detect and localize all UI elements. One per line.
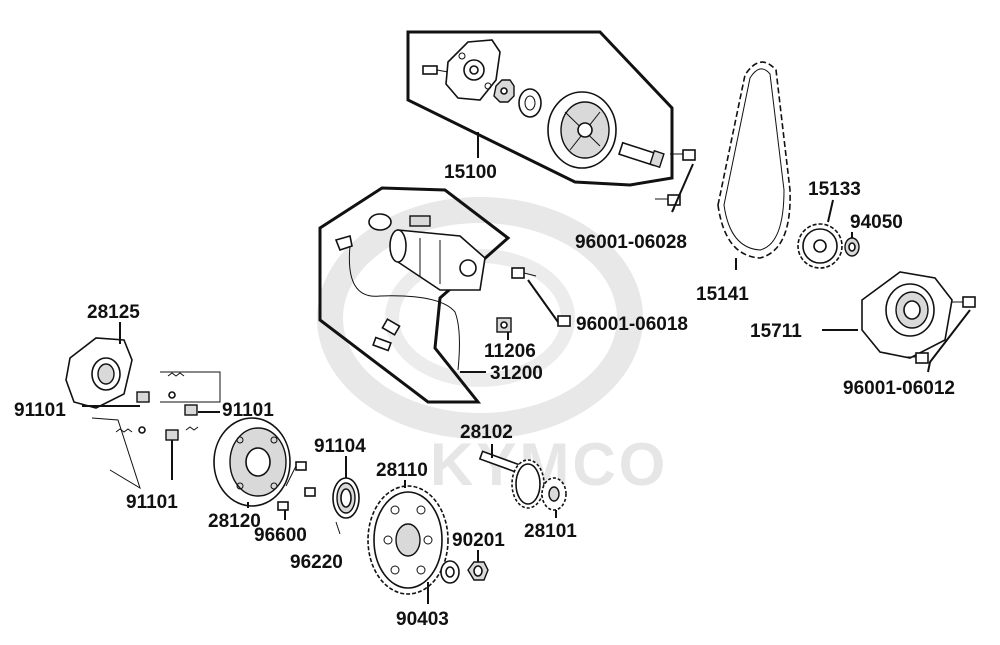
needle-bearing-91104: 91104: [314, 436, 366, 519]
starter-cable: [334, 234, 460, 371]
spring-3: [185, 426, 199, 431]
spring-1: [167, 372, 185, 377]
leader-96001-06018: [527, 279, 559, 323]
label-28120: 28120: [208, 511, 261, 532]
idle-gear-28101: 28101: [511, 459, 577, 542]
label-28125: 28125: [87, 302, 140, 323]
starter-motor-body: [389, 215, 486, 291]
chain-cover-15711: 15711: [750, 271, 953, 359]
label-96001-06012: 96001-06012: [843, 378, 955, 399]
label-90201: 90201: [452, 530, 505, 551]
starter-motor-group-box: [318, 186, 511, 404]
leader-96001-06012: [927, 309, 971, 373]
sprocket-nut-94050: 94050: [844, 212, 903, 257]
leader-15133: [827, 199, 834, 223]
oil-pump-bolt: [422, 65, 449, 75]
label-90403: 90403: [396, 609, 449, 630]
label-31200: 31200: [490, 363, 543, 384]
label-91104: 91104: [314, 436, 366, 457]
oil-pump-body: [547, 91, 617, 169]
starter-o-ring: [368, 213, 392, 231]
oil-pump-shaft: [618, 141, 665, 169]
starter-motor-assembly: 31200: [318, 186, 543, 404]
label-94050: 94050: [850, 212, 903, 233]
starter-driven-gear-28110: 28110: [367, 460, 449, 595]
roller-91101-c: [165, 429, 179, 441]
clutch-bolts-96600: 96600: [254, 461, 316, 546]
label-96001-06018: 96001-06018: [576, 314, 688, 335]
label-91101-b: 91101: [222, 400, 274, 421]
label-96001-06028: 96001-06028: [575, 232, 687, 253]
starter-clutch-plate-28125: 28125: [65, 302, 140, 409]
label-91101-a: 91101: [14, 400, 66, 421]
label-15100: 15100: [444, 162, 497, 183]
label-91101-c: 91101: [126, 492, 178, 513]
oil-pump-gear-small: [493, 79, 515, 103]
oil-pump-assembly: 15100 96001-06028: [406, 30, 696, 253]
pin-96220: 96220: [290, 521, 343, 573]
roller-91101-b: [184, 404, 198, 416]
spring-2: [115, 428, 133, 433]
label-15133: 15133: [808, 179, 861, 200]
starter-clutch-28120: 28120: [208, 417, 291, 532]
label-96220: 96220: [290, 552, 343, 573]
leader-96001-06028: [671, 163, 694, 213]
label-28101: 28101: [524, 521, 577, 542]
drive-sprocket: 15133: [797, 179, 861, 269]
cover-bolts-96001-06012: 96001-06012: [843, 296, 976, 399]
cam-chain: 15141: [696, 61, 791, 305]
label-96600: 96600: [254, 525, 307, 546]
oil-pump-cover: [445, 39, 501, 101]
label-28110: 28110: [376, 460, 428, 481]
oil-pump-rotor: [518, 88, 542, 118]
nut-90201: 90201: [452, 530, 505, 581]
oil-pump-group-box: [406, 30, 674, 187]
starter-bolt-96001-06018: 96001-06018: [511, 267, 688, 335]
roller-91101-a: [136, 391, 150, 403]
idle-shaft-28102: 28102: [460, 422, 522, 474]
label-28102: 28102: [460, 422, 513, 443]
one-way-clutch-rollers: 91101 91101 91101: [14, 371, 274, 513]
label-11206: 11206: [484, 341, 536, 362]
label-15141: 15141: [696, 284, 749, 305]
clip-11206: 11206: [484, 317, 536, 362]
washer-90403: 90403: [396, 560, 460, 630]
label-15711: 15711: [750, 321, 802, 342]
